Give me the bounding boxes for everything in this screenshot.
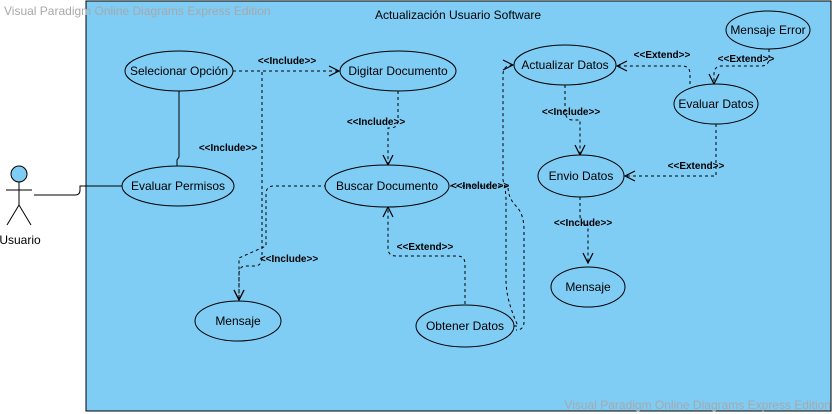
use-case-mensaje[interactable]: [194, 300, 282, 342]
label-digitar-documento: Digitar Documento: [348, 64, 448, 78]
include-actualizar-envio: [564, 85, 580, 155]
label-mensaje: Mensaje: [215, 314, 261, 328]
label-mensaje-error: Mensaje Error: [730, 23, 805, 37]
use-case-evaluar-datos[interactable]: [673, 83, 759, 125]
use-case-buscar-documento[interactable]: [324, 164, 450, 208]
extend-obtener-buscar: [388, 207, 466, 310]
stereotype-include-seleccionar-digitar: <<Include>>: [258, 56, 317, 67]
label-seleccionar-opcion: Selecionar Opción: [130, 64, 228, 78]
stereotype-include-buscar-actualizar: <<Include>>: [451, 181, 510, 192]
stereotype-include-actualizar-envio: <<Include>>: [542, 107, 601, 118]
label-evaluar-permisos: Evaluar Permisos: [131, 179, 225, 193]
include-envio-mensaje: [579, 197, 588, 263]
use-case-evaluar-permisos[interactable]: [121, 165, 235, 207]
actor-label: Usuario: [0, 233, 41, 247]
stereotype-extend-evaluar-envio: <<Extend>>: [668, 161, 725, 172]
stereotype-extend-obtener-buscar: <<Extend>>: [397, 242, 454, 253]
stereotype-include-seleccionar-mensaje: <<Include>>: [199, 143, 258, 154]
actor-head: [10, 165, 28, 183]
include-buscar-actualizar: [450, 185, 525, 331]
system-title: Actualización Usuario Software: [375, 8, 541, 22]
include-digitar-buscar: [388, 91, 399, 165]
use-case-envio-datos[interactable]: [537, 154, 625, 198]
use-case-seleccionar-opcion[interactable]: [124, 50, 234, 92]
watermark-bottom: Visual Paradigm Online Diagrams Express …: [564, 398, 831, 412]
association-actor-evaluar-permisos: [34, 185, 124, 196]
label-mensaje-envio: Mensaje: [565, 280, 611, 294]
include-buscar-mensaje: [239, 185, 327, 300]
label-envio-datos: Envio Datos: [549, 169, 614, 183]
stereotype-include-digitar-buscar: <<Include>>: [347, 117, 406, 128]
use-case-mensaje-error[interactable]: [725, 10, 811, 50]
stereotype-include-buscar-mensaje: <<Include>>: [260, 254, 319, 265]
actor-usuario[interactable]: [6, 165, 32, 226]
use-case-mensaje-envio[interactable]: [550, 266, 626, 308]
label-evaluar-datos: Evaluar Datos: [678, 97, 753, 111]
watermark-top: Visual Paradigm Online Diagrams Express …: [4, 4, 271, 18]
include-seleccionar-mensaje: [239, 72, 263, 300]
stereotype-extend-evaluar-actualizar: <<Extend>>: [634, 50, 691, 61]
label-buscar-documento: Buscar Documento: [336, 179, 438, 193]
association-seleccionar-evaluar-permisos: [176, 91, 180, 167]
use-case-obtener-datos[interactable]: [415, 304, 515, 348]
label-obtener-datos: Obtener Datos: [426, 319, 504, 333]
stereotype-extend-error-evaluar: <<Extend>>: [718, 54, 775, 65]
include-obtener-actualizar: [502, 65, 519, 327]
use-case-digitar-documento[interactable]: [339, 50, 457, 92]
label-actualizar-datos: Actualizar Datos: [521, 58, 608, 72]
use-case-actualizar-datos[interactable]: [513, 44, 617, 86]
stereotype-include-envio-mensaje: <<Include>>: [554, 218, 613, 229]
